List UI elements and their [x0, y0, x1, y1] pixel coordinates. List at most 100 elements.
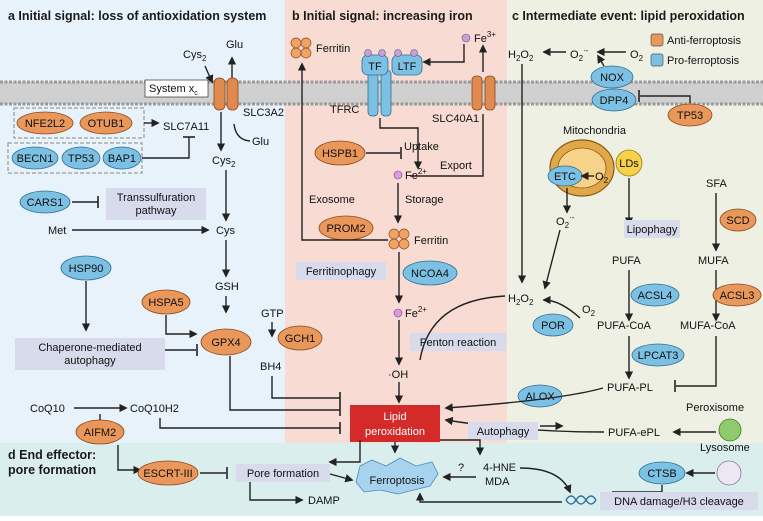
hspa5-node [141, 289, 191, 315]
glu-top-label: Glu [226, 39, 243, 51]
transsulfuration-label-2: pathway [136, 205, 177, 217]
lipid-peroxidation-box [350, 405, 440, 442]
ferritin-mid-icon [388, 228, 410, 250]
aifm2-label: AIFM2 [84, 427, 116, 439]
slc40a1-transporter [471, 75, 496, 111]
prom2-label: PROM2 [326, 223, 365, 235]
uptake-label: Uptake [404, 141, 439, 153]
damp-label: DAMP [308, 495, 340, 507]
lipophagy-label: Lipophagy [627, 224, 678, 236]
fe2-top-atom-icon [393, 170, 403, 180]
ferritinophagy-label: Ferritinophagy [306, 266, 377, 278]
legend-anti-label: Anti-ferroptosis [667, 35, 741, 47]
tp53-c-node [667, 103, 713, 127]
pufa-epl-label: PUFA-ePL [608, 427, 660, 439]
gpx4-label: GPX4 [211, 337, 240, 349]
sfa-label: SFA [706, 178, 727, 190]
fe2-bottom-label: Fe2+ [405, 305, 427, 320]
tf-label: TF [368, 61, 382, 73]
escrt-iii-label: ESCRT-III [143, 468, 192, 480]
hspb1-node [314, 140, 366, 166]
gsh-label: GSH [215, 281, 239, 293]
ncoa4-label: NCOA4 [411, 268, 449, 280]
legend-anti-swatch [650, 33, 664, 47]
bap1-node [102, 146, 142, 170]
gtp-label: GTP [261, 308, 284, 320]
gpx4-node [200, 328, 252, 356]
acsl4-label: ACSL4 [638, 290, 673, 302]
pufa-label: PUFA [612, 255, 641, 267]
scd-label: SCD [726, 215, 749, 227]
iron-atoms-on-tf [364, 49, 418, 57]
question-mark-label: ? [458, 462, 464, 474]
peroxisome-label: Peroxisome [686, 402, 744, 414]
ctsb-label: CTSB [647, 468, 676, 480]
acsl3-label: ACSL3 [720, 290, 755, 302]
exosome-label: Exosome [309, 194, 355, 206]
panel-c-title: c Intermediate event: lipid peroxidation [512, 9, 745, 23]
system-xc-label: System xc [149, 83, 198, 97]
tfrc-label: TFRC [330, 104, 359, 116]
o2-etc-label: O2 [595, 171, 609, 185]
export-label: Export [440, 160, 472, 172]
fe3-atom-icon [461, 33, 471, 43]
transsulfuration-label-1: Transsulfuration [117, 192, 195, 204]
slc7a11-label: SLC7A11 [163, 121, 209, 133]
panel-d-title-line2: pore formation [8, 463, 96, 477]
fe3-label: Fe3+ [474, 30, 496, 45]
acsl3-node [712, 283, 762, 307]
mufa-coa-label: MUFA-CoA [680, 320, 736, 332]
hsp90-node [60, 255, 112, 281]
ferroptosis-cell-icon [355, 457, 439, 495]
lpcat3-node [631, 343, 685, 367]
lpcat3-label: LPCAT3 [638, 350, 679, 362]
pufa-coa-label: PUFA-CoA [597, 320, 651, 332]
nfe2l2-label: NFE2L2 [25, 118, 65, 130]
mufa-label: MUFA [698, 255, 729, 267]
cars1-label: CARS1 [27, 197, 64, 209]
peroxisome-icon [718, 418, 742, 442]
acsl4-node [630, 283, 680, 307]
autophagy-box [468, 422, 538, 440]
ferritinophagy-box [296, 262, 386, 280]
nox-label: NOX [600, 72, 625, 84]
chaperone-autophagy-box [15, 338, 165, 370]
panel-a-title: a Initial signal: loss of antioxidation … [8, 9, 266, 23]
autophagy-label: Autophagy [477, 426, 530, 438]
coq10-label: CoQ10 [30, 403, 65, 415]
o2-top-label: O2 [630, 49, 644, 63]
ncoa4-node [402, 260, 458, 286]
lipophagy-box [624, 220, 680, 238]
dpp4-node [591, 88, 637, 112]
dna-damage-box [600, 492, 758, 510]
fenton-reaction-label: Fenton reaction [420, 337, 496, 349]
hsp90-label: HSP90 [69, 263, 104, 275]
nfe2l2-node [16, 111, 74, 135]
cys2-mid-label: Cys2 [212, 155, 236, 169]
fe2-top-label: Fe2+ [405, 167, 427, 182]
dpp4-label: DPP4 [600, 95, 629, 107]
h2o2-mid-label: H2O2 [508, 293, 534, 307]
legend-pro-label: Pro-ferroptosis [667, 55, 740, 67]
tfrc-receptor [367, 69, 392, 117]
transsulfuration-box [106, 188, 206, 220]
cys-label: Cys [216, 225, 235, 237]
storage-label: Storage [405, 194, 444, 206]
superoxide-mid-label: O2·- [556, 213, 575, 230]
bap1-label: BAP1 [108, 153, 136, 165]
mitochondria-label: Mitochondria [563, 125, 627, 137]
chaperone-label-1: Chaperone-mediated [38, 342, 141, 354]
superoxide-top-label: O2·- [570, 46, 589, 63]
cars1-node [19, 190, 71, 214]
hspa5-label: HSPA5 [148, 297, 183, 309]
panel-a-background [0, 0, 285, 443]
met-label: Met [48, 225, 66, 237]
becn1-label: BECN1 [17, 153, 54, 165]
lipid-droplets-icon [615, 149, 643, 177]
panel-b-title: b Initial signal: increasing iron [292, 9, 473, 23]
becn1-node [11, 146, 59, 170]
ctsb-node [638, 461, 686, 485]
coq10h2-label: CoQ10H2 [130, 403, 179, 415]
